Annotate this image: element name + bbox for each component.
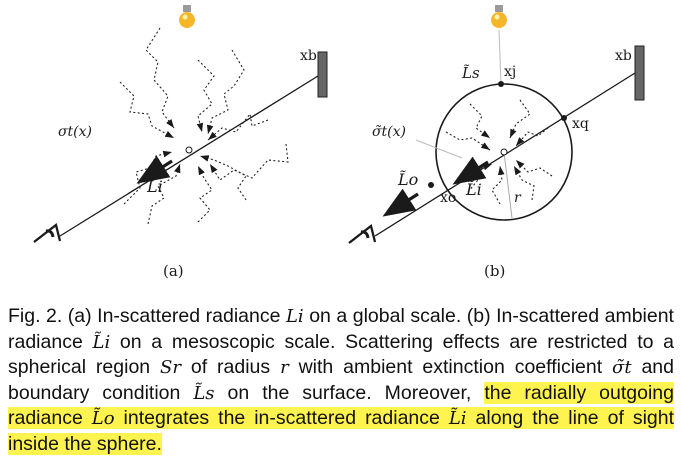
wall-block xyxy=(317,51,328,98)
label-li-a: Li xyxy=(146,177,163,196)
eye-icon xyxy=(33,223,62,243)
label-xb-b: xb xyxy=(615,48,632,64)
scatter-paths xyxy=(445,99,553,205)
caption-math: Sr xyxy=(160,357,181,378)
scatter-paths xyxy=(119,27,289,225)
caption-text: along the line of sight inside the spher… xyxy=(8,407,675,455)
caption-text: integrates the in-scattered radiance xyxy=(114,407,449,429)
scatter-point xyxy=(500,148,508,156)
ambient-radiance-arrow xyxy=(452,156,489,185)
outgoing-radiance-arrow xyxy=(382,188,419,217)
point-xq xyxy=(561,115,567,121)
caption-text: of radius xyxy=(180,356,281,378)
light-ray xyxy=(498,29,502,85)
panel-a: σt(x) xb Li (a) xyxy=(33,5,328,280)
line-of-sight xyxy=(59,75,319,237)
panel-b: L̃s xj xb xq σ̃t(x) L̃o L̃i xo r (b) xyxy=(348,5,645,280)
caption-text: Fig. 2. (a) In-scattered radiance xyxy=(8,305,286,327)
eye-icon xyxy=(348,224,377,244)
panel-b-caption: (b) xyxy=(484,262,505,280)
point-xj xyxy=(498,81,504,87)
wall-block xyxy=(634,45,645,101)
sigma-leader xyxy=(415,139,463,159)
caption-math: L̃i xyxy=(448,408,467,429)
caption-math: L̃s xyxy=(193,382,215,404)
caption-math: r xyxy=(280,357,289,378)
label-li-b: L̃i xyxy=(465,180,482,199)
caption-text: with ambient extinction coefficient xyxy=(288,356,613,378)
label-xj: xj xyxy=(504,64,516,80)
lightbulb-icon xyxy=(179,5,195,28)
label-r: r xyxy=(514,190,522,206)
label-ls: L̃s xyxy=(461,64,480,82)
caption-math: σ̃t xyxy=(612,357,632,378)
figure-caption: Fig. 2. (a) In-scattered radiance Li on … xyxy=(8,304,675,457)
caption-text: on a mesoscopic scale. Scattering effect… xyxy=(8,330,674,379)
caption-text: the radially outgoing radiance xyxy=(8,381,674,430)
figure: σt(x) xb Li (a) xyxy=(33,5,645,280)
label-lo: L̃o xyxy=(397,170,418,189)
label-xo: xo xyxy=(440,190,456,206)
lightbulb-icon xyxy=(491,5,507,28)
label-sigma-a: σt(x) xyxy=(58,124,92,140)
caption-math: L̃o xyxy=(91,408,115,429)
caption-text: and boundary condition xyxy=(8,356,674,404)
label-sigma-b: σ̃t(x) xyxy=(372,124,406,140)
caption-text: on the surface. Moreover, xyxy=(214,381,485,404)
label-xb-a: xb xyxy=(300,48,317,64)
radiance-arrow xyxy=(136,155,173,184)
caption-math: Li xyxy=(285,306,304,327)
label-xq: xq xyxy=(572,116,589,132)
radius-line xyxy=(503,151,513,219)
scatter-point xyxy=(185,146,193,154)
point-xo xyxy=(428,182,434,188)
caption-text: on a global scale. (b) In-scattered ambi… xyxy=(8,305,674,353)
panel-a-caption: (a) xyxy=(163,262,184,280)
caption-math: L̃i xyxy=(92,331,111,353)
